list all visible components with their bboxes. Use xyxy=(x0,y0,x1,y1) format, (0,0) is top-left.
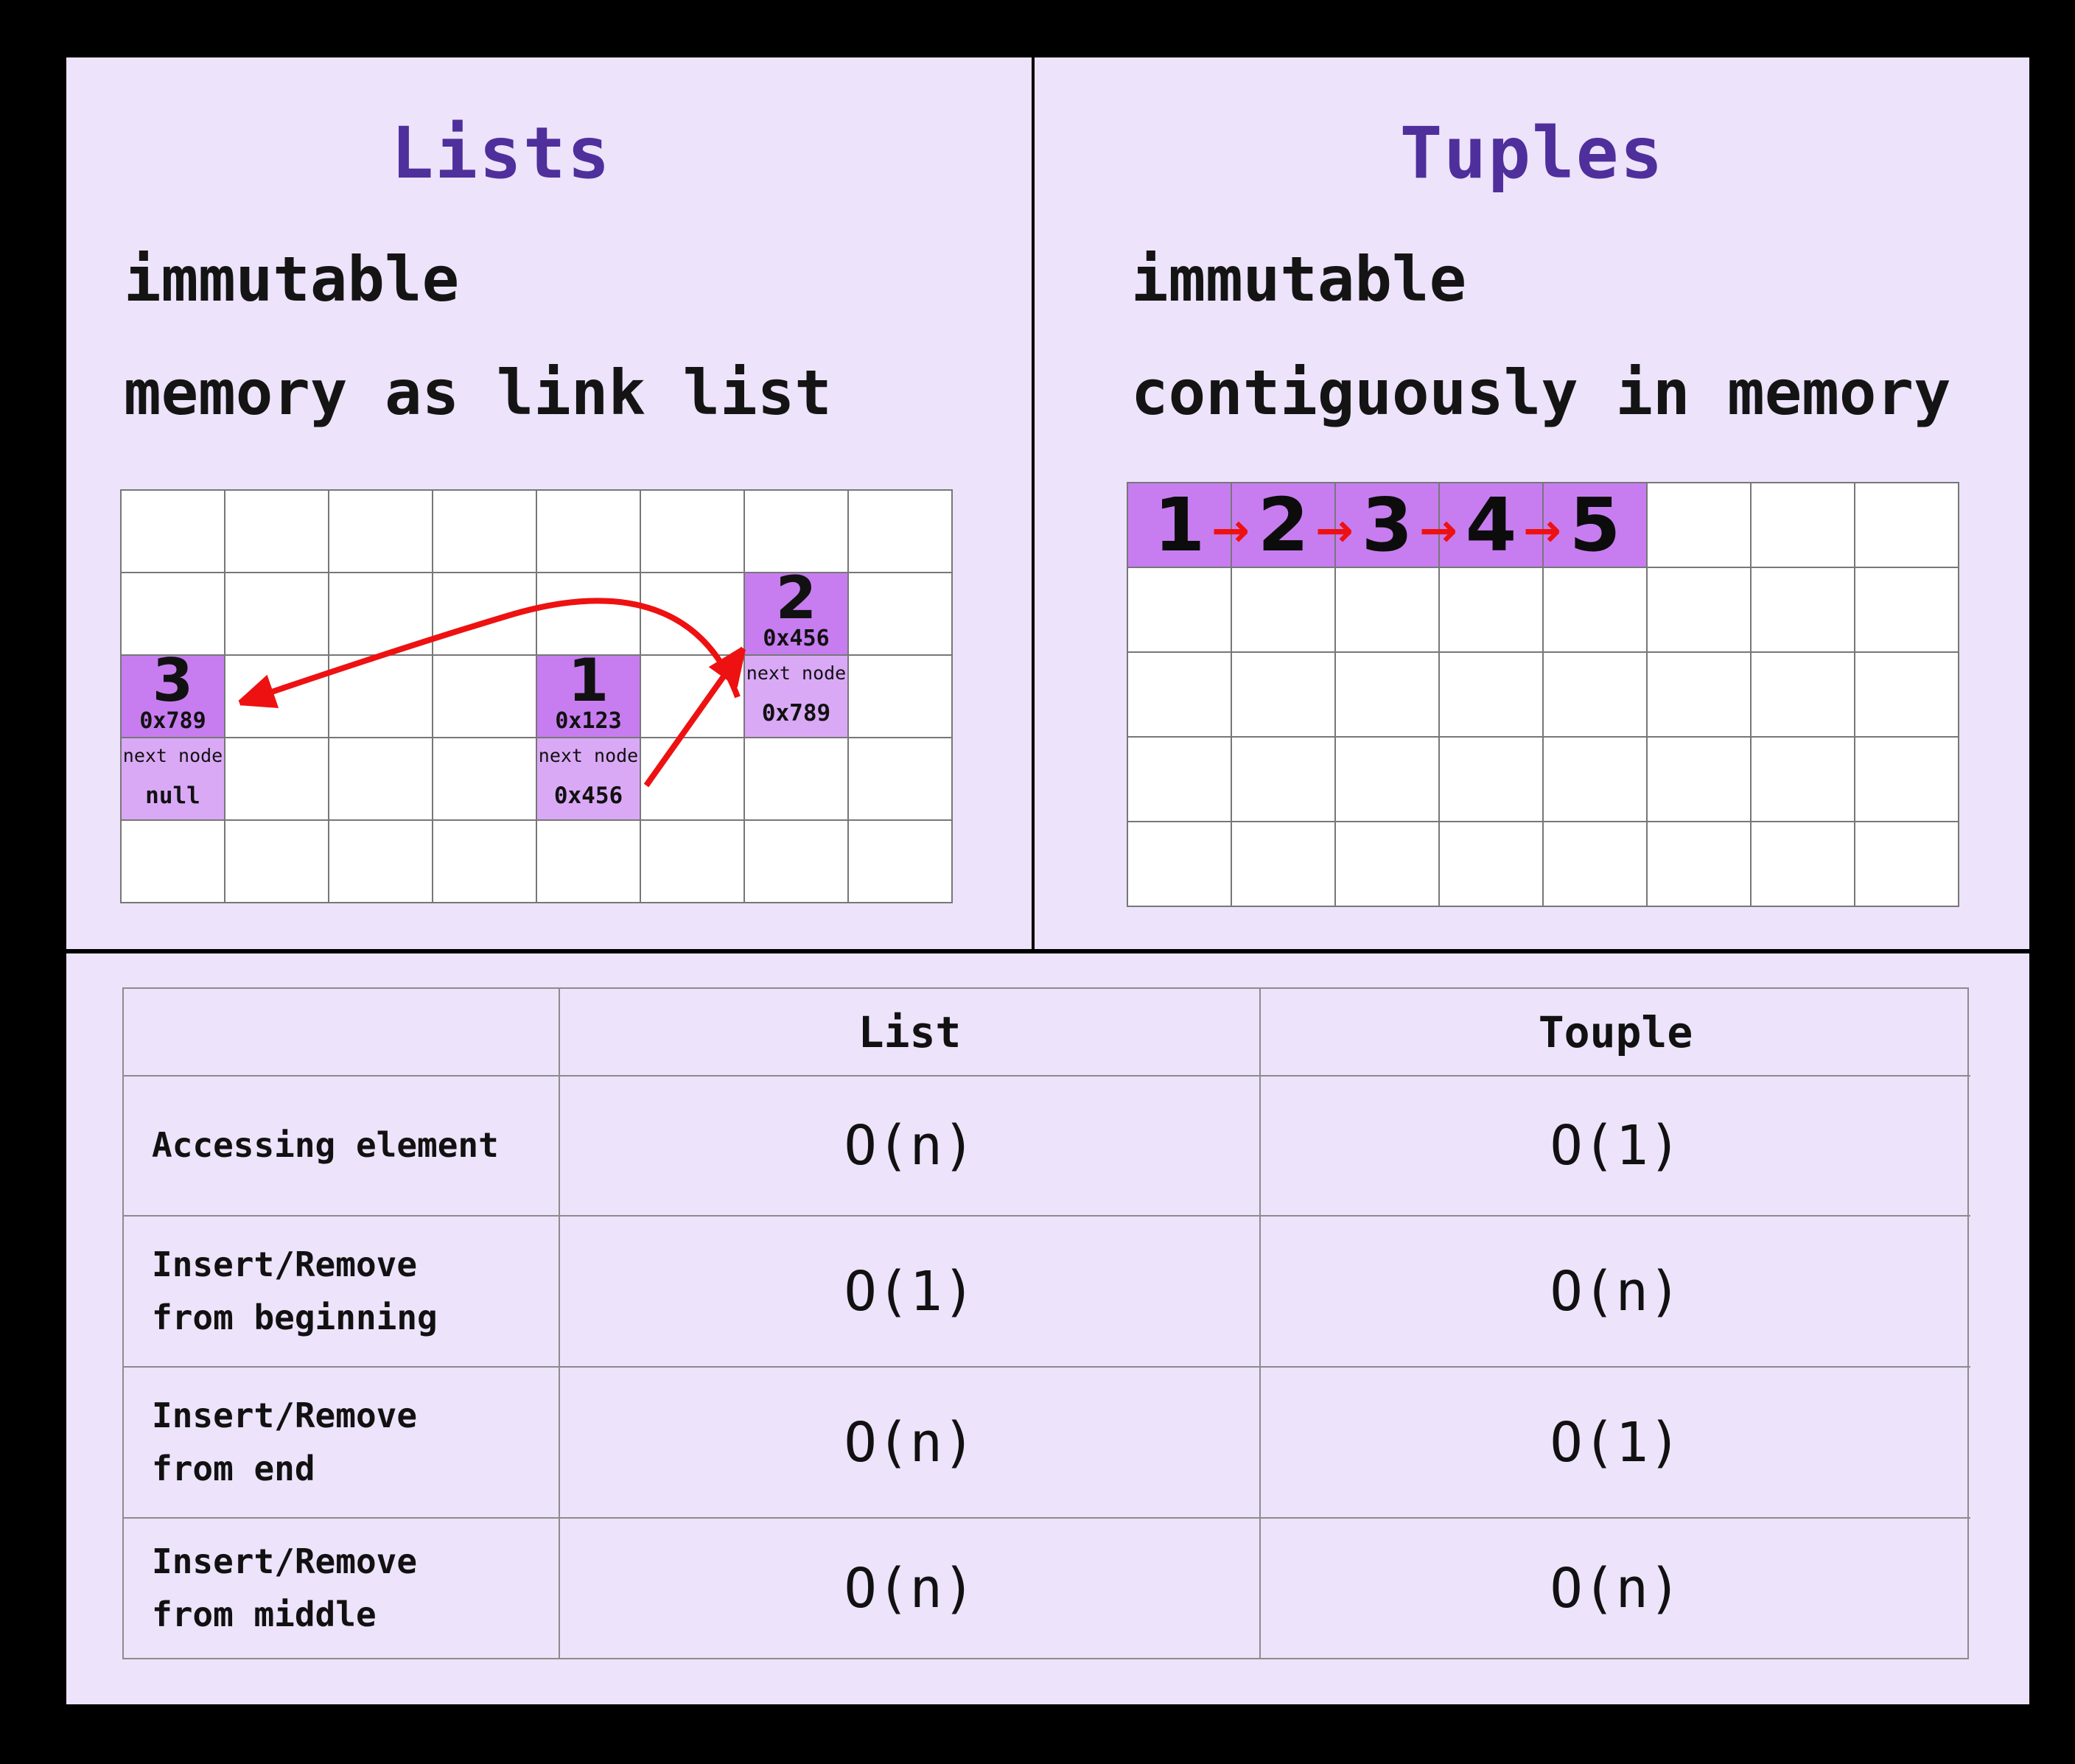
list-node-3-address: 0x789 xyxy=(139,708,206,734)
list-node-3-next-label: next node xyxy=(122,745,223,766)
right-arrow-icon: → xyxy=(1315,503,1354,557)
list-node-2-next-value: 0x789 xyxy=(761,700,831,727)
tuples-title: Tuples xyxy=(1399,112,1665,195)
table-cell-list-accessing: O(n) xyxy=(559,1075,1259,1215)
table-cell-touple-insert-beginning: O(n) xyxy=(1259,1215,1970,1366)
tuple-cell-5: 5 xyxy=(1544,482,1646,568)
tuples-property-line: immutable xyxy=(1131,243,1467,315)
right-arrow-icon: → xyxy=(1419,503,1458,557)
table-row-label: Insert/Remove from end xyxy=(124,1366,559,1517)
tuple-cell-1: 1 xyxy=(1128,482,1231,568)
list-node-3-value: 3 xyxy=(152,646,194,715)
table-row-label: Accessing element xyxy=(124,1075,559,1215)
list-node-3-value-cell: 3 0x789 xyxy=(122,646,224,737)
list-node-2-address: 0x456 xyxy=(763,626,830,651)
list-node-2-value-cell: 2 0x456 xyxy=(745,564,847,654)
tuples-memory-line: contiguously in memory xyxy=(1131,357,1951,429)
main-panel: Lists immutable memory as link list 3 0x… xyxy=(66,57,2029,1704)
panel-horizontal-divider xyxy=(66,949,2029,953)
list-node-1-value: 1 xyxy=(567,646,609,715)
lists-title: Lists xyxy=(391,112,612,195)
right-arrow-icon: → xyxy=(1211,503,1250,557)
panel-vertical-divider xyxy=(1032,57,1035,949)
table-row-label: Insert/Remove from beginning xyxy=(124,1215,559,1366)
table-cell-list-insert-middle: O(n) xyxy=(559,1517,1259,1658)
table-cell-touple-insert-end: O(1) xyxy=(1259,1366,1970,1517)
table-header-empty xyxy=(124,989,559,1075)
lists-property-line: immutable xyxy=(124,243,460,315)
linked-list-pointer-arrows xyxy=(120,598,953,788)
table-cell-touple-insert-middle: O(n) xyxy=(1259,1517,1970,1658)
table-header-touple: Touple xyxy=(1259,989,1970,1075)
list-node-2-value: 2 xyxy=(775,564,817,632)
tuples-memory-grid: 1 2 3 4 5 → → → → xyxy=(1127,482,1959,907)
table-cell-list-insert-beginning: O(1) xyxy=(559,1215,1259,1366)
lists-memory-grid: 3 0x789 next node null 1 0x123 next node… xyxy=(120,489,953,903)
table-row-label: Insert/Remove from middle xyxy=(124,1517,559,1658)
arrow-node1-to-node2-icon xyxy=(643,648,743,788)
list-node-1-value-cell: 1 0x123 xyxy=(537,646,640,737)
table-cell-list-insert-end: O(n) xyxy=(559,1366,1259,1517)
list-node-2-next-label: next node xyxy=(746,662,847,684)
table-header-list: List xyxy=(559,989,1259,1075)
list-node-1-address: 0x123 xyxy=(555,708,622,734)
tuple-cell-2: 2 xyxy=(1232,482,1334,568)
lists-memory-line: memory as link list xyxy=(124,357,832,429)
tuple-cell-4: 4 xyxy=(1440,482,1542,568)
list-node-1-next-value: 0x456 xyxy=(553,783,623,809)
list-node-3-next-cell: next node null xyxy=(122,738,224,819)
list-node-1-next-cell: next node 0x456 xyxy=(537,738,640,819)
arrow-node2-to-node3-icon xyxy=(239,598,741,703)
list-node-1-next-label: next node xyxy=(538,745,639,766)
right-arrow-icon: → xyxy=(1523,503,1561,557)
tuple-cell-3: 3 xyxy=(1336,482,1438,568)
list-node-3-next-value: null xyxy=(145,783,200,809)
complexity-table: List Touple Accessing element O(n) O(1) … xyxy=(122,987,1970,1659)
table-cell-touple-accessing: O(1) xyxy=(1259,1075,1970,1215)
list-node-2-next-cell: next node 0x789 xyxy=(745,656,847,737)
